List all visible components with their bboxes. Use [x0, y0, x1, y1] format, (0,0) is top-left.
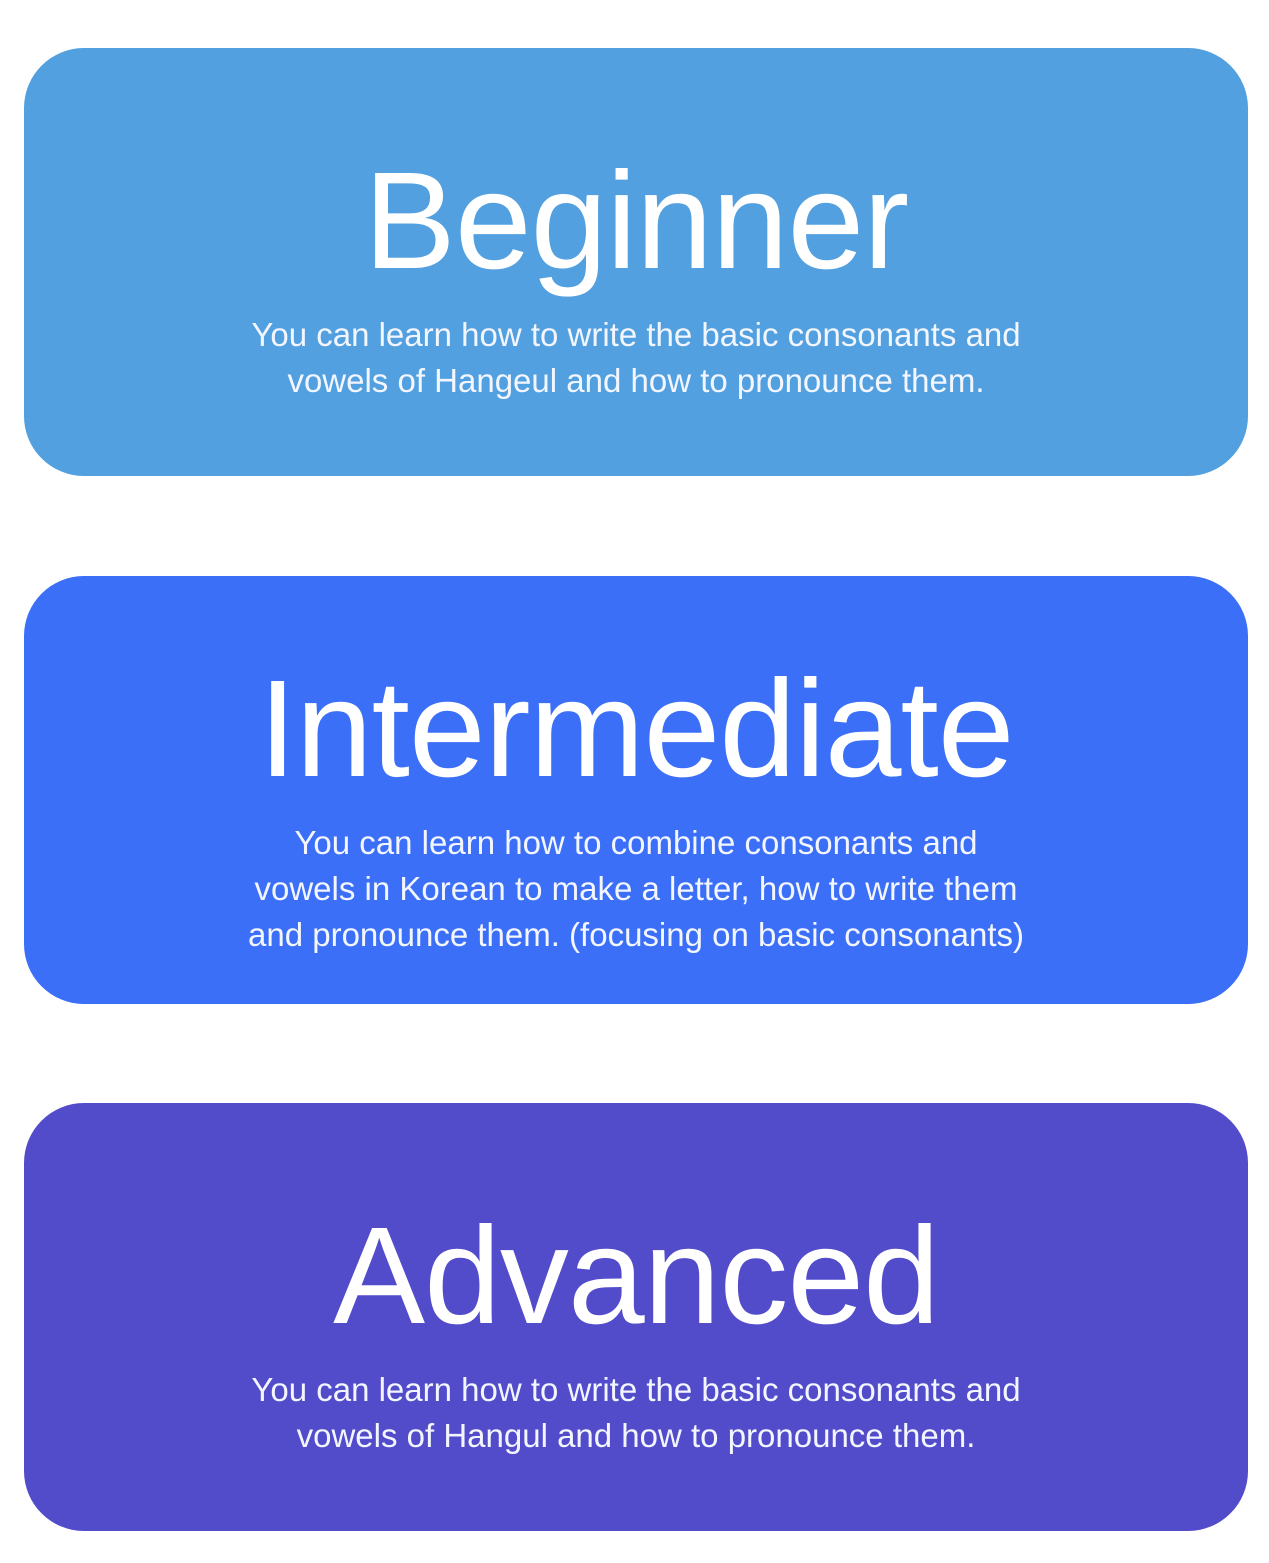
card-content: Beginner You can learn how to write the …: [24, 48, 1248, 404]
advanced-title: Advanced: [333, 1199, 940, 1353]
intermediate-description: You can learn how to combine consonants …: [248, 824, 1024, 953]
intermediate-title: Intermediate: [258, 652, 1014, 806]
card-content: Advanced You can learn how to write the …: [24, 1103, 1248, 1459]
beginner-level-card[interactable]: Beginner You can learn how to write the …: [24, 48, 1248, 476]
beginner-title: Beginner: [363, 144, 909, 298]
beginner-description: You can learn how to write the basic con…: [251, 316, 1021, 399]
card-content: Intermediate You can learn how to combin…: [24, 576, 1248, 958]
intermediate-level-card[interactable]: Intermediate You can learn how to combin…: [24, 576, 1248, 1004]
advanced-level-card[interactable]: Advanced You can learn how to write the …: [24, 1103, 1248, 1531]
advanced-description: You can learn how to write the basic con…: [251, 1371, 1021, 1454]
